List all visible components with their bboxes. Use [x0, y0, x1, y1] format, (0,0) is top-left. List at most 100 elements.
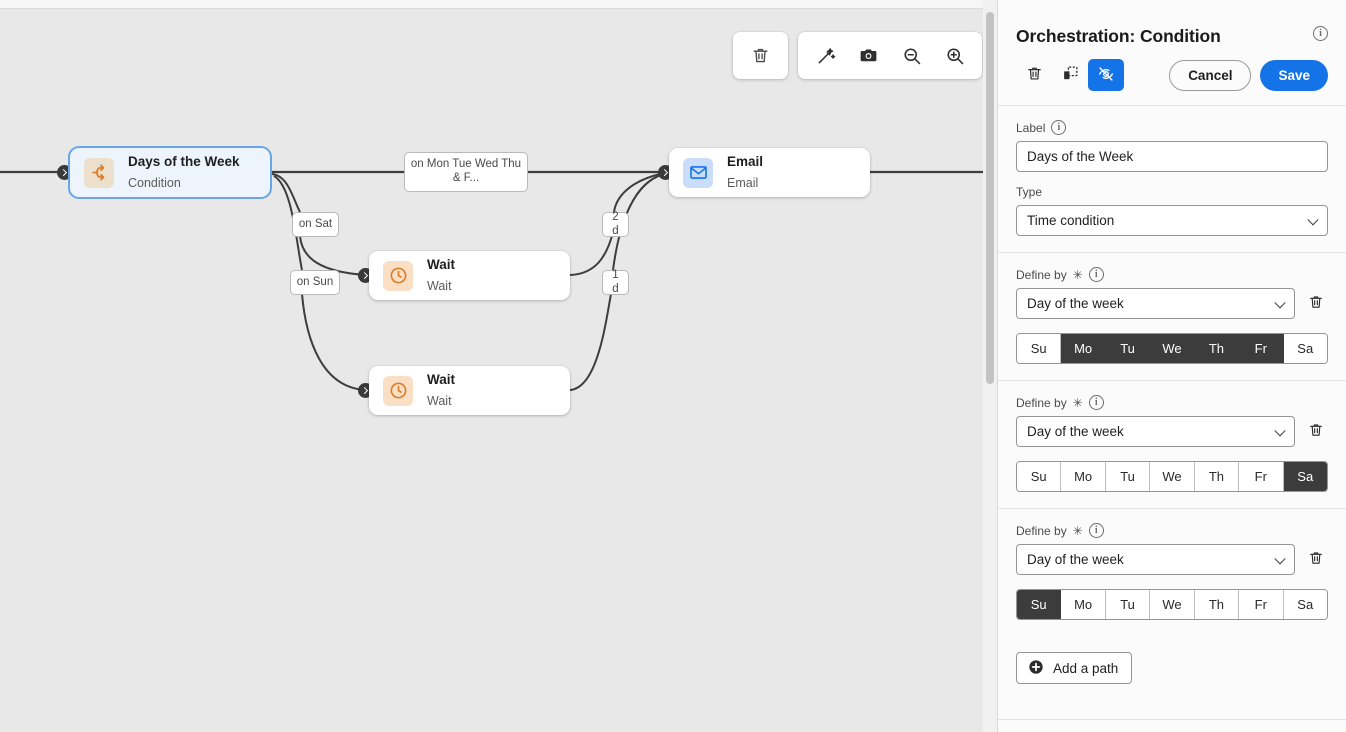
day-mo[interactable]: Mo	[1061, 590, 1106, 619]
panel-duplicate-button[interactable]	[1052, 59, 1088, 91]
screenshot-button[interactable]	[850, 37, 888, 75]
define-by-select-value[interactable]: Day of the week	[1016, 544, 1295, 575]
day-fr[interactable]: Fr	[1239, 462, 1284, 491]
panel-delete-button[interactable]	[1016, 59, 1052, 91]
info-icon[interactable]: i	[1088, 523, 1104, 538]
day-th[interactable]: Th	[1194, 462, 1240, 491]
day-of-week-selector-1[interactable]: Su Mo Tu We Th Fr Sa	[1016, 333, 1328, 364]
trash-icon	[1026, 65, 1043, 85]
general-section: Label i Type Time condition	[998, 106, 1346, 253]
canvas-delete-button[interactable]	[742, 37, 780, 75]
day-sa[interactable]: Sa	[1283, 334, 1327, 363]
duplicate-icon	[1062, 65, 1079, 85]
day-tu[interactable]: Tu	[1105, 334, 1151, 363]
eye-off-icon	[1097, 65, 1115, 86]
branch-icon	[84, 157, 114, 188]
day-we[interactable]: We	[1150, 334, 1195, 363]
day-th[interactable]: Th	[1194, 334, 1240, 363]
define-by-select-value[interactable]: Day of the week	[1016, 416, 1295, 447]
plus-circle-icon	[1028, 659, 1044, 678]
day-su[interactable]: Su	[1017, 462, 1062, 491]
node-title: Days of the Week	[128, 154, 240, 170]
day-fr[interactable]: Fr	[1239, 334, 1284, 363]
connector-in-condition[interactable]	[57, 165, 72, 180]
clock-icon	[383, 375, 413, 406]
define-by-select[interactable]: Day of the week	[1016, 416, 1295, 447]
delete-path-button[interactable]	[1304, 419, 1328, 445]
define-by-select-value[interactable]: Day of the week	[1016, 288, 1295, 319]
path-section-1: Define by ✳ i Day of the week	[998, 253, 1346, 381]
info-icon[interactable]: i	[1051, 120, 1067, 135]
define-by-select[interactable]: Day of the week	[1016, 544, 1295, 575]
node-subtitle: Wait	[427, 393, 452, 408]
panel-bottom-divider	[998, 719, 1346, 720]
clock-icon	[383, 260, 413, 291]
label-input[interactable]	[1016, 141, 1328, 172]
define-by-select[interactable]: Day of the week	[1016, 288, 1295, 319]
type-select[interactable]: Time condition	[1016, 205, 1328, 236]
delete-path-button[interactable]	[1304, 547, 1328, 573]
add-path-button[interactable]: Add a path	[1016, 652, 1133, 684]
info-icon[interactable]: i	[1088, 267, 1104, 282]
day-tu[interactable]: Tu	[1105, 590, 1151, 619]
zoom-out-button[interactable]	[893, 37, 931, 75]
edge-label-on-sat[interactable]: on Sat	[292, 212, 339, 237]
panel-action-bar: Cancel Save	[998, 47, 1346, 106]
day-fr[interactable]: Fr	[1239, 590, 1284, 619]
edge-label-2-days[interactable]: 2 d	[602, 211, 629, 237]
cancel-button[interactable]: Cancel	[1169, 59, 1252, 91]
add-path-label: Add a path	[1053, 660, 1119, 676]
type-select-value[interactable]: Time condition	[1016, 205, 1328, 236]
required-asterisk: ✳	[1072, 267, 1083, 282]
info-icon[interactable]: i	[1313, 26, 1328, 41]
canvas-scrollbar-thumb[interactable]	[985, 12, 994, 384]
panel-hide-button[interactable]	[1088, 59, 1124, 91]
envelope-icon	[683, 157, 713, 188]
canvas-scrollbar[interactable]	[983, 0, 997, 732]
save-button[interactable]: Save	[1260, 59, 1328, 91]
canvas-delete-toolbar	[733, 32, 788, 79]
node-title: Wait	[427, 372, 455, 388]
trash-icon	[1308, 422, 1324, 441]
edge-label-weekdays[interactable]: on Mon Tue Wed Thu & F...	[404, 152, 528, 192]
day-mo[interactable]: Mo	[1061, 462, 1106, 491]
day-sa[interactable]: Sa	[1283, 590, 1327, 619]
day-su[interactable]: Su	[1017, 590, 1062, 619]
edge-label-on-sun[interactable]: on Sun	[290, 270, 340, 295]
define-by-label: Define by ✳ i	[1016, 395, 1328, 410]
node-wait-2[interactable]: Wait Wait	[369, 366, 570, 415]
day-of-week-selector-2[interactable]: Su Mo Tu We Th Fr Sa	[1016, 461, 1328, 492]
day-we[interactable]: We	[1150, 462, 1195, 491]
workflow-canvas[interactable]: Days of the Week Condition Wait Wait	[0, 0, 983, 732]
label-field-label: Label i	[1016, 120, 1328, 135]
day-of-week-selector-3[interactable]: Su Mo Tu We Th Fr Sa	[1016, 589, 1328, 620]
node-email[interactable]: Email Email	[669, 148, 870, 197]
trash-icon	[1308, 294, 1324, 313]
day-we[interactable]: We	[1150, 590, 1195, 619]
day-tu[interactable]: Tu	[1105, 462, 1151, 491]
day-th[interactable]: Th	[1194, 590, 1240, 619]
day-mo[interactable]: Mo	[1061, 334, 1106, 363]
trash-icon	[1308, 550, 1324, 569]
define-by-label: Define by ✳ i	[1016, 523, 1328, 538]
zoom-in-button[interactable]	[936, 37, 974, 75]
day-su[interactable]: Su	[1017, 334, 1062, 363]
auto-layout-button[interactable]	[807, 37, 845, 75]
camera-icon	[858, 45, 879, 66]
define-by-label: Define by ✳ i	[1016, 267, 1328, 282]
magic-wand-icon	[816, 46, 836, 66]
node-condition-days-of-the-week[interactable]: Days of the Week Condition	[70, 148, 270, 197]
node-subtitle: Email	[727, 175, 759, 190]
node-subtitle: Wait	[427, 278, 452, 293]
panel-body: Label i Type Time condition Define by ✳ …	[998, 106, 1346, 732]
info-icon[interactable]: i	[1088, 395, 1104, 410]
edge-label-1-day[interactable]: 1 d	[602, 269, 629, 295]
delete-path-button[interactable]	[1304, 291, 1328, 317]
day-sa[interactable]: Sa	[1283, 462, 1327, 491]
canvas-tools-toolbar	[798, 32, 982, 79]
node-wait-1[interactable]: Wait Wait	[369, 251, 570, 300]
path-section-3: Define by ✳ i Day of the week	[998, 509, 1346, 636]
properties-panel: Orchestration: Condition i	[997, 0, 1346, 732]
node-subtitle: Condition	[128, 175, 181, 190]
